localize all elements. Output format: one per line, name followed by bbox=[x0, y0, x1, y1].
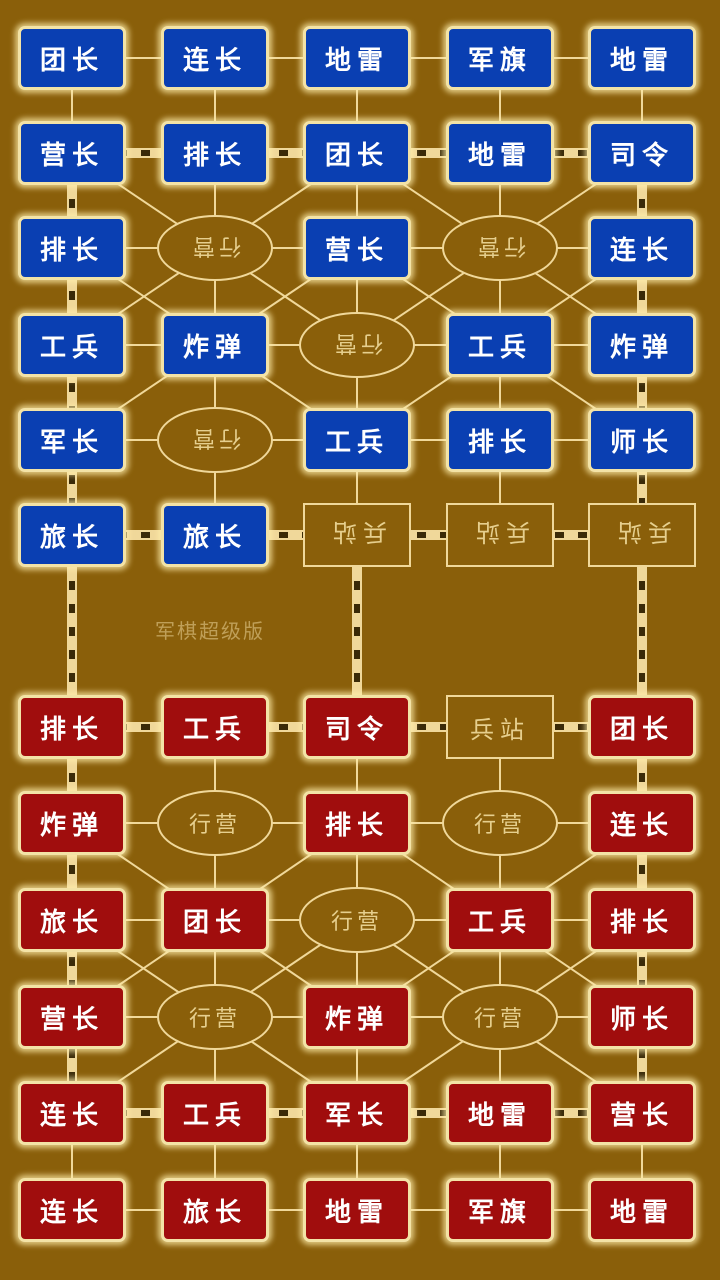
blue-piece[interactable]: 旅长 bbox=[18, 503, 126, 567]
red-piece[interactable]: 工兵 bbox=[446, 888, 554, 952]
red-piece[interactable]: 旅长 bbox=[161, 1178, 269, 1242]
red-piece[interactable]: 司令 bbox=[303, 695, 411, 759]
station[interactable]: 兵站 bbox=[446, 695, 554, 759]
red-piece[interactable]: 团长 bbox=[588, 695, 696, 759]
blue-piece[interactable]: 工兵 bbox=[446, 313, 554, 377]
blue-piece[interactable]: 师长 bbox=[588, 408, 696, 472]
blue-piece[interactable]: 军长 bbox=[18, 408, 126, 472]
blue-piece[interactable]: 旅长 bbox=[161, 503, 269, 567]
campsite[interactable]: 行营 bbox=[442, 215, 558, 281]
red-piece[interactable]: 营长 bbox=[18, 985, 126, 1049]
red-piece[interactable]: 旅长 bbox=[18, 888, 126, 952]
station[interactable]: 兵站 bbox=[446, 503, 554, 567]
red-piece[interactable]: 炸弹 bbox=[303, 985, 411, 1049]
blue-piece[interactable]: 军旗 bbox=[446, 26, 554, 90]
campsite[interactable]: 行营 bbox=[157, 215, 273, 281]
blue-piece[interactable]: 排长 bbox=[446, 408, 554, 472]
campsite[interactable]: 行营 bbox=[157, 984, 273, 1050]
station[interactable]: 兵站 bbox=[588, 503, 696, 567]
blue-piece[interactable]: 炸弹 bbox=[588, 313, 696, 377]
red-piece[interactable]: 军长 bbox=[303, 1081, 411, 1145]
red-piece[interactable]: 排长 bbox=[588, 888, 696, 952]
blue-piece[interactable]: 炸弹 bbox=[161, 313, 269, 377]
red-piece[interactable]: 营长 bbox=[588, 1081, 696, 1145]
blue-piece[interactable]: 连长 bbox=[588, 216, 696, 280]
red-piece[interactable]: 排长 bbox=[303, 791, 411, 855]
station[interactable]: 兵站 bbox=[303, 503, 411, 567]
red-piece[interactable]: 排长 bbox=[18, 695, 126, 759]
blue-piece[interactable]: 营长 bbox=[303, 216, 411, 280]
campsite[interactable]: 行营 bbox=[157, 790, 273, 856]
blue-piece[interactable]: 排长 bbox=[18, 216, 126, 280]
blue-piece[interactable]: 连长 bbox=[161, 26, 269, 90]
red-piece[interactable]: 地雷 bbox=[588, 1178, 696, 1242]
blue-piece[interactable]: 排长 bbox=[161, 121, 269, 185]
blue-piece[interactable]: 地雷 bbox=[446, 121, 554, 185]
campsite[interactable]: 行营 bbox=[299, 312, 415, 378]
red-piece[interactable]: 连长 bbox=[588, 791, 696, 855]
campsite[interactable]: 行营 bbox=[157, 407, 273, 473]
red-piece[interactable]: 工兵 bbox=[161, 1081, 269, 1145]
blue-piece[interactable]: 工兵 bbox=[303, 408, 411, 472]
blue-piece[interactable]: 团长 bbox=[18, 26, 126, 90]
game-title: 军棋超级版 bbox=[155, 619, 265, 643]
campsite[interactable]: 行营 bbox=[442, 984, 558, 1050]
campsite[interactable]: 行营 bbox=[299, 887, 415, 953]
red-piece[interactable]: 连长 bbox=[18, 1178, 126, 1242]
blue-piece[interactable]: 团长 bbox=[303, 121, 411, 185]
blue-piece[interactable]: 地雷 bbox=[588, 26, 696, 90]
red-piece[interactable]: 师长 bbox=[588, 985, 696, 1049]
blue-piece[interactable]: 工兵 bbox=[18, 313, 126, 377]
red-piece[interactable]: 连长 bbox=[18, 1081, 126, 1145]
red-piece[interactable]: 工兵 bbox=[161, 695, 269, 759]
red-piece[interactable]: 炸弹 bbox=[18, 791, 126, 855]
blue-piece[interactable]: 地雷 bbox=[303, 26, 411, 90]
red-piece[interactable]: 地雷 bbox=[446, 1081, 554, 1145]
red-piece[interactable]: 团长 bbox=[161, 888, 269, 952]
red-piece[interactable]: 军旗 bbox=[446, 1178, 554, 1242]
footer-text bbox=[20, 1258, 700, 1272]
red-piece[interactable]: 地雷 bbox=[303, 1178, 411, 1242]
blue-piece[interactable]: 司令 bbox=[588, 121, 696, 185]
blue-piece[interactable]: 营长 bbox=[18, 121, 126, 185]
campsite[interactable]: 行营 bbox=[442, 790, 558, 856]
